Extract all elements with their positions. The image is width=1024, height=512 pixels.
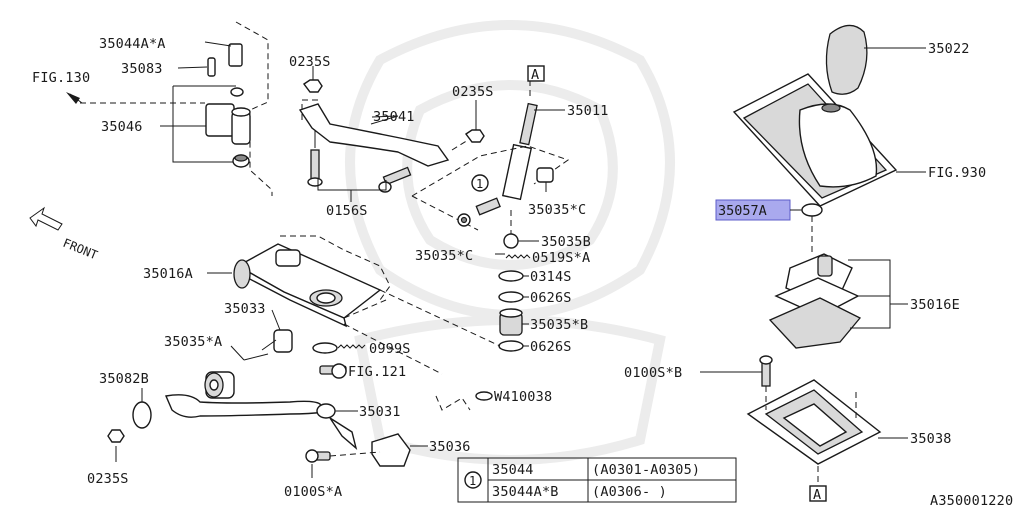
label-0100s-a[interactable]: 0100S*A [284,484,342,500]
label-0626s-a[interactable]: 0626S [530,290,572,306]
part-35011-shift-rod[interactable] [519,102,538,146]
part-35033-shaft[interactable] [273,329,293,353]
part-0235s-mid-nut[interactable] [464,129,485,143]
part-0235s-top-nut[interactable] [302,79,323,93]
label-35082b[interactable]: 35082B [99,371,149,387]
part-35041-rod[interactable] [298,103,450,167]
table-row-1-range: (A0301-A0305) [592,462,700,478]
label-0235s-top[interactable]: 0235S [289,54,331,70]
part-35031-rod[interactable] [165,394,326,418]
part-0235s-bottom-nut[interactable] [107,429,125,443]
label-0235s-bottom[interactable]: 0235S [87,471,129,487]
part-35022-knob[interactable] [825,24,868,95]
label-ref-a-bottom: A [813,487,821,503]
ref-box-a-top [527,65,545,82]
label-35035c-left[interactable]: 35035*C [415,248,473,264]
label-35041[interactable]: 35041 [373,109,415,125]
label-0100s-b[interactable]: 0100S*B [624,365,682,381]
part-w410038[interactable] [475,391,493,401]
label-0314s[interactable]: 0314S [530,269,572,285]
part-35035c-bushing-right[interactable] [536,167,554,183]
label-fig930[interactable]: FIG.930 [928,165,986,181]
fig130-arrow-icon [66,92,80,104]
label-35057a[interactable]: 35057A [718,203,767,219]
part-35016a-boot[interactable] [233,259,251,289]
label-ref-a-top: A [531,67,539,83]
label-35044a-a[interactable]: 35044A*A [99,36,166,52]
part-0626s-washer-b[interactable] [498,340,524,352]
label-fig121[interactable]: FIG.121 [348,364,406,380]
part-35044a-a-pin[interactable] [228,43,243,67]
part-0519s-a-spring[interactable] [505,254,531,259]
part-0626s-washer-a[interactable] [498,291,524,303]
label-0235s-mid[interactable]: 0235S [452,84,494,100]
part-0314s-ring[interactable] [498,270,524,282]
table-marker-circle [464,471,482,489]
label-35016a[interactable]: 35016A [143,266,193,282]
part-35082b-washer[interactable] [132,401,152,429]
callout-circle-1 [471,174,489,192]
front-arrow-icon [29,206,63,231]
label-35035a[interactable]: 35035*A [164,334,222,350]
part-0156s-bolt-a[interactable] [310,149,320,181]
application-table: 1 35044 (A0301-A0305) 35044A*B (A0306- ) [457,457,737,503]
label-35046[interactable]: 35046 [101,119,143,135]
label-35033[interactable]: 35033 [224,301,266,317]
label-35035c-right[interactable]: 35035*C [528,202,586,218]
label-circle-1: 1 [476,177,483,191]
label-35035b[interactable]: 35035B [541,234,591,250]
watermark-emblem [345,20,675,465]
label-35031[interactable]: 35031 [359,404,401,420]
label-0999s[interactable]: 0999S [369,341,411,357]
part-35036-bracket[interactable] [371,433,411,467]
ref-box-a-bottom [809,485,827,502]
label-0519s-a[interactable]: 0519S*A [532,250,590,266]
table-row-2-range: (A0306- ) [592,484,667,500]
part-35035b-ball[interactable] [503,233,519,249]
table-row-1-part[interactable]: 35044 [492,462,534,478]
part-0156s-bolt-b[interactable] [382,166,412,186]
label-0156s[interactable]: 0156S [326,203,368,219]
table-row-2-part[interactable]: 35044A*B [492,484,559,500]
label-35035b-star[interactable]: 35035*B [530,317,588,333]
part-35057a-cap[interactable] [801,203,823,217]
label-35022[interactable]: 35022 [928,41,970,57]
label-w410038[interactable]: W410038 [494,389,552,405]
label-35036[interactable]: 35036 [429,439,471,455]
label-35083[interactable]: 35083 [121,61,163,77]
label-35011[interactable]: 35011 [567,103,609,119]
label-front: FRONT [61,236,100,263]
label-35038[interactable]: 35038 [910,431,952,447]
label-35016e[interactable]: 35016E [910,297,960,313]
part-35083-pin[interactable] [207,57,216,77]
label-fig130[interactable]: FIG.130 [32,70,90,86]
part-0999s-washer[interactable] [312,342,338,354]
label-catalog-id: A350001220 [930,493,1013,509]
table-marker: 1 [469,474,476,488]
label-0626s-b[interactable]: 0626S [530,339,572,355]
part-35046-block[interactable] [205,103,235,137]
